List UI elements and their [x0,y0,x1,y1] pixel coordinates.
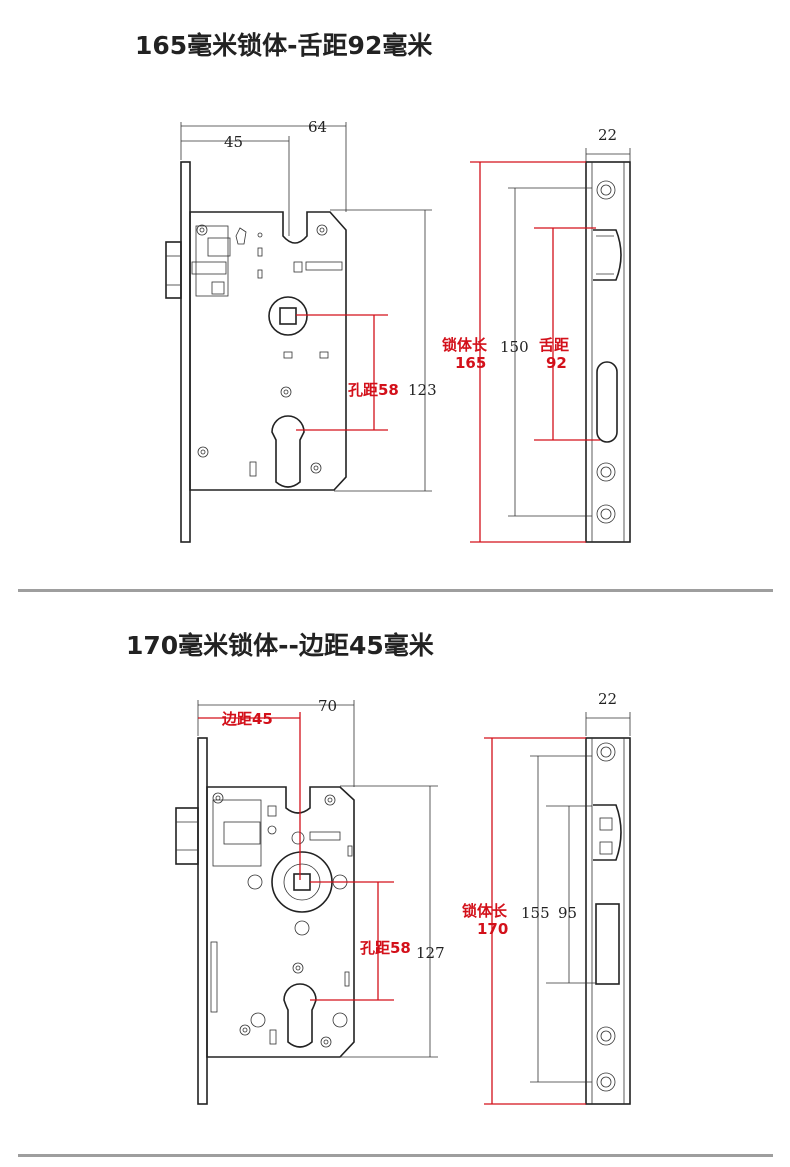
d2-hole-distance: 孔距58 [360,939,411,957]
d2-latch [175,807,199,865]
d2-dim-70: 70 [318,697,337,715]
d1-strike-plate [585,161,631,543]
d1-bolt-slot [596,361,618,443]
d1-dim-22: 22 [598,126,617,144]
d2-dim-22: 22 [598,690,617,708]
d1-dim-150: 150 [500,338,529,356]
d2-dim-127: 127 [416,944,445,962]
d1-cylinder-hole [271,415,305,488]
d1-dim-64: 64 [308,118,327,136]
d1-latch [165,241,182,299]
d2-dim-155: 155 [521,904,550,922]
d1-spindle [268,296,308,336]
diagram2-title: 170毫米锁体--边距45毫米 [126,631,434,660]
d1-dim-123: 123 [408,381,437,399]
d2-strike-plate [585,737,631,1105]
d1-lock-body [189,211,347,491]
d1-hole-distance: 孔距58 [348,381,399,399]
d1-tongue-value: 92 [546,354,567,372]
d1-tongue-label: 舌距 [539,336,569,354]
section-divider-1 [18,589,773,592]
d1-body-length-value: 165 [455,354,486,372]
d1-latch-opening [593,229,622,281]
d1-body-length-label: 锁体长 [442,336,488,354]
section-divider-2 [18,1154,773,1157]
d2-cylinder-hole [283,983,317,1048]
d2-bolt-slot [595,903,620,985]
d2-body-length-label: 锁体长 [462,902,508,920]
d2-body-length-value: 170 [477,920,508,938]
d1-dim-45: 45 [224,133,243,151]
d2-latch-opening [593,804,622,861]
d2-faceplate [197,737,208,1105]
d2-dim-95: 95 [558,904,577,922]
d2-lock-body [206,786,355,1058]
diagram1-title: 165毫米锁体-舌距92毫米 [135,31,433,60]
d2-backset: 边距45 [221,710,273,728]
